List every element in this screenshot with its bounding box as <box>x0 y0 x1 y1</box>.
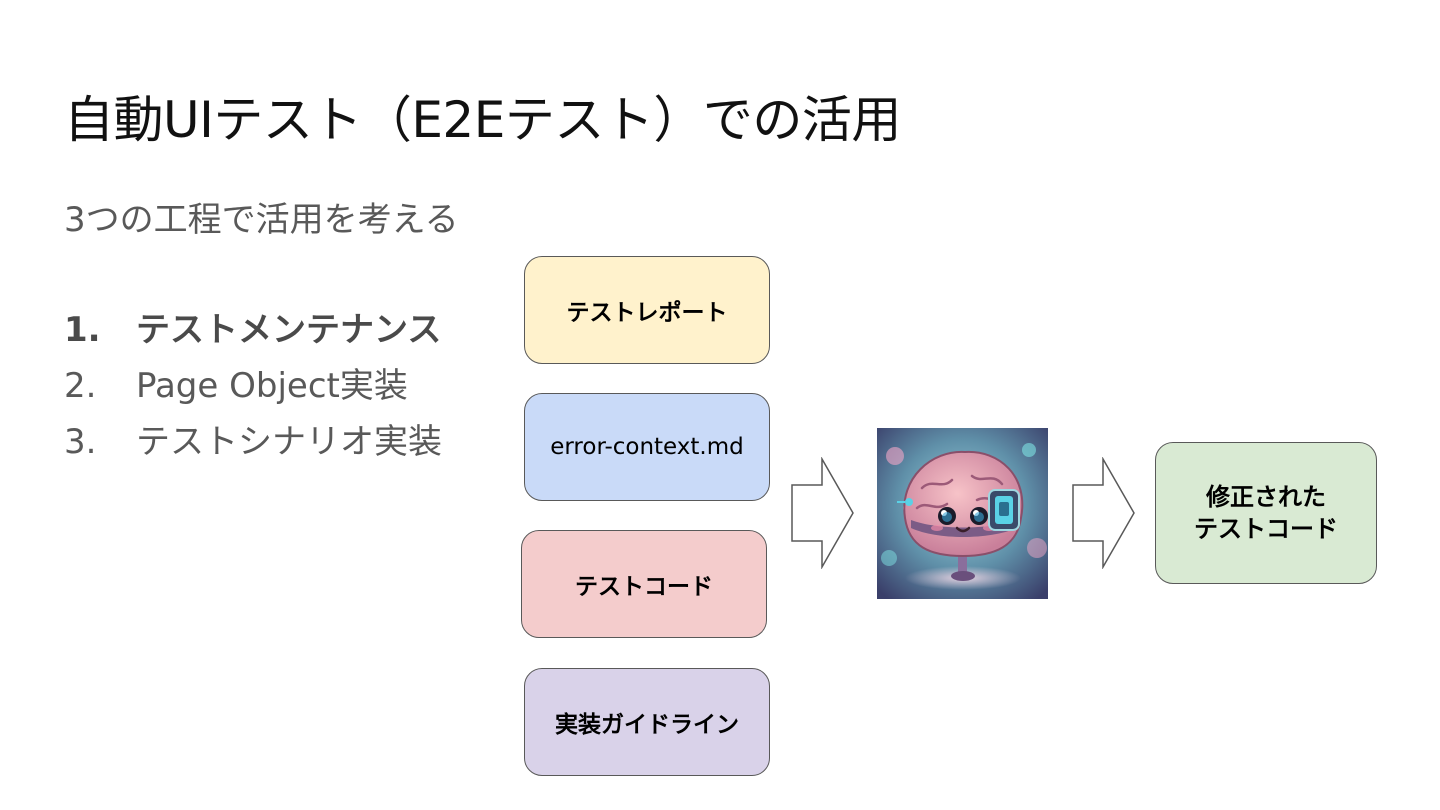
step-label: テストメンテナンス <box>136 310 442 350</box>
list-item-step-2: 2. Page Object実装 <box>64 358 442 414</box>
arrow-right-icon <box>1072 457 1135 569</box>
input-box-test-report: テストレポート <box>524 256 770 364</box>
input-box-label: 実装ガイドライン <box>555 712 739 738</box>
list-item-step-1: 1. テストメンテナンス <box>64 302 442 358</box>
output-box-label-line-2: テストコード <box>1194 515 1338 543</box>
step-number: 1. <box>64 310 101 350</box>
output-box-label-line-1: 修正された <box>1206 482 1326 511</box>
step-label: Page Object実装 <box>136 366 408 406</box>
input-box-label: テストレポート <box>566 300 728 326</box>
input-box-label: テストコード <box>575 574 713 600</box>
step-number: 3. <box>64 422 97 462</box>
list-item-step-3: 3. テストシナリオ実装 <box>64 414 442 470</box>
step-number: 2. <box>64 366 97 406</box>
input-box-guideline: 実装ガイドライン <box>524 668 770 776</box>
input-box-label: error-context.md <box>550 434 744 460</box>
slide-title: 自動UIテスト（E2Eテスト）での活用 <box>64 91 901 149</box>
step-label: テストシナリオ実装 <box>136 422 442 462</box>
process-steps-list: 1. テストメンテナンス 2. Page Object実装 3. テストシナリオ実装 <box>64 302 442 470</box>
cute-ai-brain-robot-icon <box>877 428 1048 599</box>
arrow-right-icon <box>791 457 854 569</box>
input-box-error-context: error-context.md <box>524 393 770 501</box>
output-box-fixed-test-code: 修正された テストコード <box>1155 442 1377 584</box>
slide-subtitle: 3つの工程で活用を考える <box>64 200 459 240</box>
input-box-test-code: テストコード <box>521 530 767 638</box>
